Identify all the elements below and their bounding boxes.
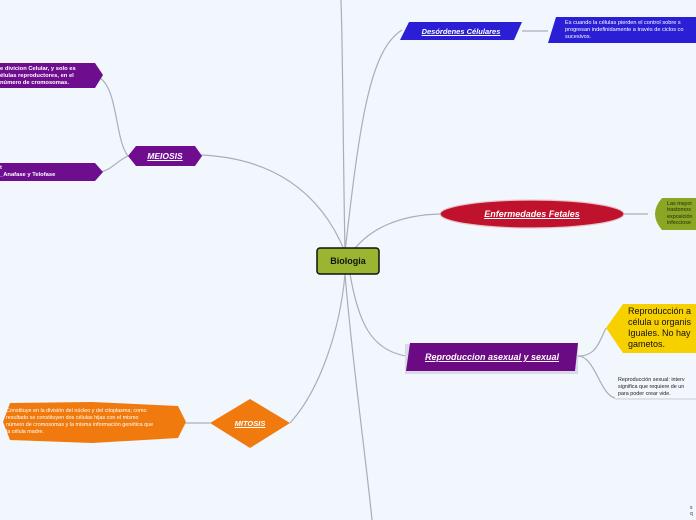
corner-fragment-line-2: q — [690, 511, 693, 517]
connector-meiosis-note-top — [99, 77, 129, 157]
disorders-note-line-2: progresan indefinidamente a través de ci… — [565, 26, 684, 33]
fetal-note-line-2: trastornos — [667, 207, 691, 214]
reproduction-asexual-note-line-2: célula u organis — [628, 317, 692, 327]
meiosis-note-bottom-line-2: _Anafase y Telofase — [0, 172, 56, 179]
central-node-shape[interactable] — [316, 247, 380, 275]
reproduction-asexual-note-line-3: Iguales. No hay — [628, 328, 691, 338]
meiosis-note-bottom-shape[interactable] — [0, 163, 103, 181]
meiosis-node-shape[interactable] — [128, 146, 202, 166]
disorders-node-label[interactable]: Desórdenes Célulares — [421, 26, 501, 36]
connector-mitosis — [289, 273, 346, 424]
fetal-note-shape[interactable] — [655, 198, 696, 230]
fetal-node-shape[interactable] — [439, 199, 625, 229]
reproduction-sexual-note-line-2: significa que requiere de un — [618, 384, 685, 390]
mitosis-node-label[interactable]: MITOSIS — [234, 418, 266, 428]
meiosis-note-top-line-2: élulas reproductores, en el — [0, 73, 74, 80]
disorders-note: Es cuando la células pierden el control … — [565, 20, 696, 40]
mitosis-note-line-2: resultado se constituyen dos células hij… — [6, 415, 139, 421]
meiosis-note-top-line-1: e divicion Celular, y solo es — [0, 66, 76, 72]
reproduction-asexual-note-shape[interactable] — [606, 304, 696, 353]
meiosis-note-top: e divicion Celular, y solo es élulas rep… — [0, 66, 98, 88]
connector-reproduction — [349, 273, 407, 357]
fetal-note-line-1: Las mayor — [667, 201, 693, 207]
reproduction-sexual-note-line-1: Reproducción sexual: interv — [618, 377, 685, 383]
reproduction-node-shape[interactable] — [406, 343, 578, 371]
reproduction-asexual-note: Reproducción a célula u organis Iguales.… — [628, 306, 696, 350]
meiosis-node-label[interactable]: MEIOSIS — [147, 151, 183, 161]
connector-bottom — [344, 273, 373, 520]
reproduction-sexual-note-line-3: para poder crear vide. — [618, 391, 671, 397]
mitosis-note-shape[interactable] — [3, 402, 186, 443]
connector-sexual-note — [577, 355, 616, 399]
meiosis-note-top-line-3: número de cromosomas. — [0, 80, 69, 87]
connector-asexual-note — [577, 327, 607, 357]
corner-fragment: s q — [690, 505, 696, 517]
reproduction-asexual-note-line-1: Reproducción a — [628, 306, 692, 316]
connector-fetal — [351, 213, 441, 253]
mitosis-note-line-1: Constituye en la división del núcleo y d… — [6, 408, 147, 414]
disorders-note-shape[interactable] — [548, 17, 696, 43]
fetal-note: Las mayor trastornos exposición infeccio… — [667, 201, 696, 227]
fetal-note-line-3: exposición — [667, 213, 693, 220]
mitosis-node-shape[interactable] — [210, 399, 290, 448]
central-node-label[interactable]: Biologia — [330, 256, 366, 266]
connector-top — [340, 0, 346, 253]
reproduction-node-label[interactable]: Reproduccion asexual y sexual — [424, 352, 560, 362]
mitosis-note-line-3: número de cromosomas y la misma informac… — [6, 422, 154, 428]
connector-meiosis-note-bottom — [99, 155, 129, 173]
meiosis-note-top-shape[interactable] — [0, 63, 103, 88]
disorders-node-shape[interactable] — [400, 22, 522, 40]
reproduction-asexual-note-line-4: gametos. — [628, 339, 666, 349]
fetal-note-line-4: infecciose — [667, 220, 691, 227]
corner-fragment-line-1: s — [690, 505, 693, 511]
connector-meiosis — [200, 154, 346, 253]
reproduction-sexual-note: Reproducción sexual: interv significa qu… — [618, 377, 696, 398]
connector-disorders — [344, 29, 403, 253]
disorders-note-line-1: Es cuando la células pierden el control … — [565, 20, 681, 26]
mitosis-note: Constituye en la división del núcleo y d… — [6, 408, 184, 436]
meiosis-note-bottom-line-1: t — [0, 165, 2, 171]
connectors — [99, 0, 648, 520]
fetal-node-label[interactable]: Enfermedades Fetales — [484, 209, 580, 219]
meiosis-note-bottom: t _Anafase y Telofase — [0, 165, 98, 179]
mitosis-note-line-4: la célula madre. — [6, 429, 45, 435]
disorders-note-line-3: sucesivos. — [565, 33, 592, 40]
